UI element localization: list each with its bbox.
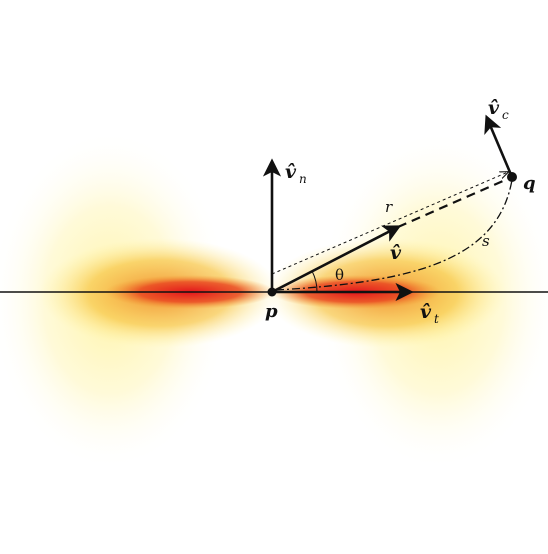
normal-vector-subscript: n [299, 172, 307, 186]
tangent-vector-label: v̂ t [420, 301, 439, 326]
point-q-label: q [523, 173, 536, 194]
curve-vector-arrow [484, 114, 514, 178]
arc-length-s-curve [275, 179, 513, 291]
arc-length-s-label: s [482, 232, 490, 250]
distance-r-label: r [385, 198, 393, 216]
curve-vector-symbol: v̂ [488, 97, 500, 119]
tangent-vector-symbol: v̂ [420, 301, 432, 323]
angle-theta-label: θ [335, 266, 344, 284]
heatmap-field [0, 130, 548, 470]
tangent-vector-subscript: t [434, 312, 439, 326]
point-p-label: p [265, 301, 278, 322]
distance-r-line [271, 172, 508, 275]
curve-vector-subscript: c [502, 108, 509, 122]
point-q-marker [507, 172, 517, 182]
point-p-marker [267, 287, 277, 297]
angle-theta-arc [311, 270, 318, 293]
curve-vector-label: v̂ c [488, 97, 509, 122]
direction-extension-dashed [397, 175, 513, 229]
normal-vector-symbol: v̂ [285, 161, 297, 183]
direction-vector-arrow [271, 225, 402, 294]
normal-vector-label: v̂ n [285, 161, 307, 186]
direction-vector-label: v̂ [390, 242, 402, 264]
